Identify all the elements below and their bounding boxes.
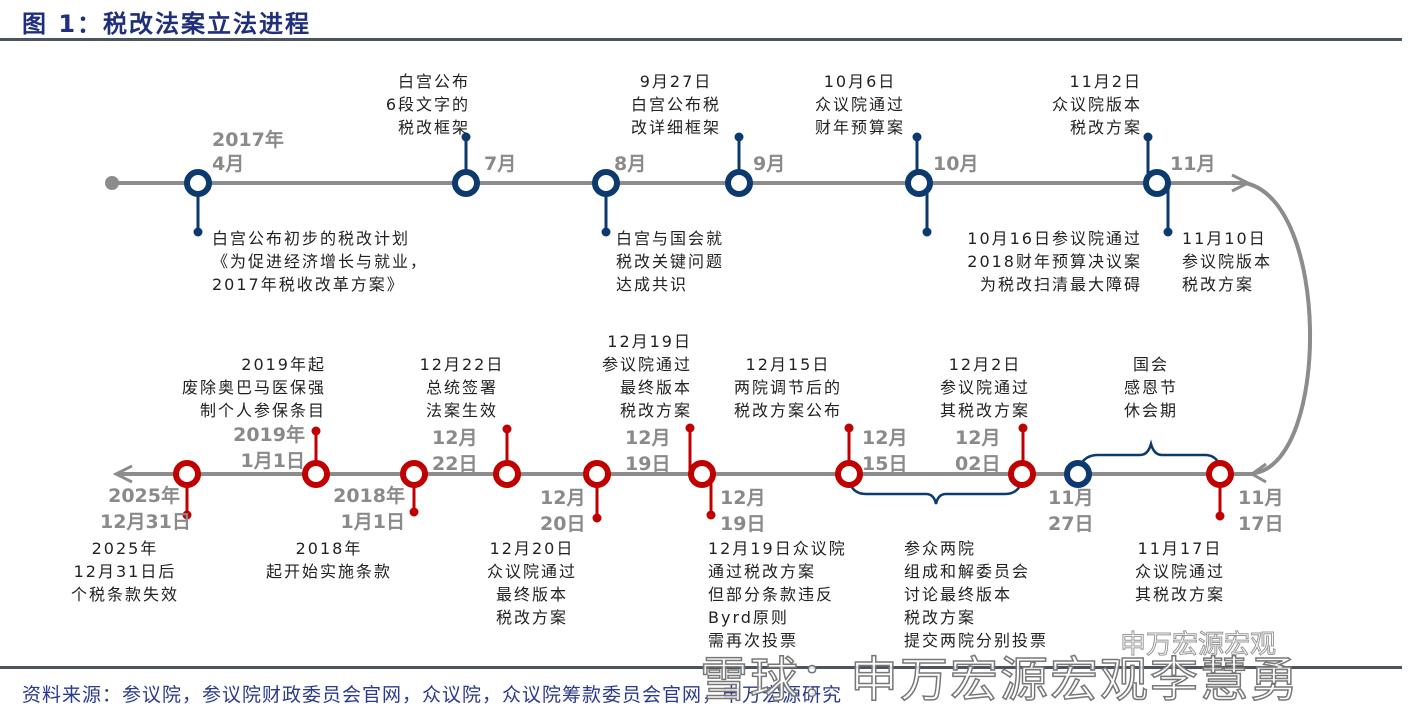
node-dec19 (688, 460, 716, 488)
event-label: 12月15日 两院调节后的 税改方案公布 (733, 355, 842, 420)
bottom-divider (0, 666, 1402, 669)
node-dec15 (835, 460, 863, 488)
event-label: 12月20日 众议院通过 最终版本 税改方案 (486, 539, 577, 627)
node-dec02 (1008, 460, 1036, 488)
event-label: 12月2日 参议院通过 其税改方案 (939, 355, 1030, 420)
node-jul (452, 169, 480, 197)
date-label: 8月 (614, 153, 647, 175)
node-aug (592, 169, 620, 197)
date-label: 10月 (933, 153, 979, 175)
node-dec20 (583, 460, 611, 488)
event-label: 12月19日 参议院通过 最终版本 税改方案 (601, 332, 692, 420)
node-nov (1143, 169, 1171, 197)
node-2025-dec31 (173, 460, 201, 488)
arrow-left-icon (112, 464, 133, 484)
reconciliation-brace (847, 479, 1024, 505)
event-label: 国会 感恩节 休会期 (1123, 355, 1178, 420)
event-label: 11月17日 众议院通过 其税改方案 (1134, 539, 1225, 604)
event-label: 2025年 12月31日后 个税条款失效 (70, 539, 179, 604)
node-2019-jan1 (302, 460, 330, 488)
event-label: 白宫与国会就 税改关键问题 达成共识 (616, 229, 725, 294)
event-label: 2019年起 废除奥巴马医保强 制个人参保条目 (181, 355, 326, 420)
event-label: 10月6日 众议院通过 财年预算案 (814, 72, 905, 137)
top-divider (0, 38, 1402, 41)
source-note: 资料来源：参议院，参议院财政委员会官网，众议院，众议院筹款委员会官网，申万宏源研… (22, 684, 843, 706)
watermark-secondary: 申万宏源宏观 (1119, 630, 1277, 661)
event-label: 白宫公布 6段文字的 税改框架 (385, 72, 470, 137)
node-oct (905, 169, 933, 197)
node-nov27 (1064, 460, 1092, 488)
event-label: 白宫公布初步的税改计划 《为促进经济增长与就业， 2017年税收改革方案》 (212, 229, 429, 294)
event-label: 12月22日 总统签署 法案生效 (419, 355, 505, 420)
node-nov17 (1206, 460, 1234, 488)
event-label: 2018年 起开始实施条款 (265, 539, 392, 581)
event-label: 12月19日众议院 通过税改方案 但部分条款违反 Byrd原则 需再次投票 (708, 539, 847, 650)
node-sep (725, 169, 753, 197)
event-label: 10月16日参议院通过 2018财年预算决议案 为税改扫清最大障碍 (967, 229, 1142, 294)
node-2017-apr (184, 169, 212, 197)
node-dec22 (493, 460, 521, 488)
node-2018-jan1 (400, 460, 428, 488)
date-label: 7月 (484, 153, 517, 175)
event-label: 11月2日 众议院版本 税改方案 (1051, 72, 1142, 137)
figure-title: 图 1：税改法案立法进程 (22, 10, 312, 38)
date-label: 11月 (1170, 153, 1216, 175)
event-label: 参众两院 组成和解委员会 讨论最终版本 税改方案 提交两院分别投票 (904, 539, 1049, 650)
date-label: 4月 (212, 153, 245, 175)
date-label: 2017年 (212, 129, 284, 151)
recess-brace (1078, 439, 1222, 467)
event-label: 11月10日 参议院版本 税改方案 (1182, 229, 1273, 294)
date-label: 9月 (753, 153, 786, 175)
timeline-start-dot (105, 176, 119, 190)
watermark-main: 雪球：申万宏源宏观李慧勇 (699, 651, 1301, 709)
event-label: 9月27日 白宫公布税 改详细框架 (630, 72, 721, 137)
turn-curve (1244, 181, 1313, 475)
